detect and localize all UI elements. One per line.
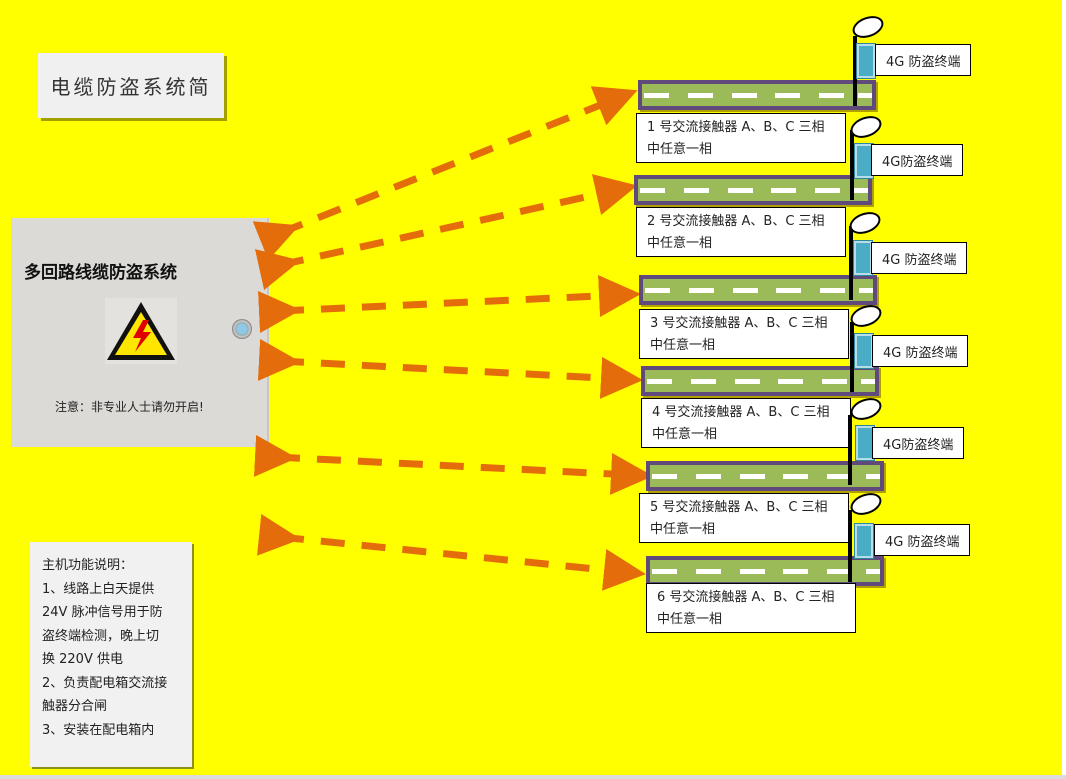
arrow-circuit-5 bbox=[253, 434, 653, 495]
contactor-label-3: 3 号交流接触器 A、B、C 三相 中任意一相 bbox=[639, 309, 849, 359]
contactor-text: 中任意一相 bbox=[647, 142, 713, 157]
4g-terminal-device-icon bbox=[854, 241, 872, 275]
contactor-text: 中任意一相 bbox=[647, 236, 713, 251]
terminal-label-6: 4G 防盗终端 bbox=[874, 524, 971, 556]
contactor-label-6: 6 号交流接触器 A、B、C 三相 中任意一相 bbox=[646, 583, 856, 633]
contactor-text: 5 号交流接触器 A、B、C 三相 bbox=[650, 500, 828, 515]
lamp-pole-6 bbox=[848, 510, 852, 582]
cable-road-5 bbox=[646, 461, 884, 491]
lamp-pole-2 bbox=[850, 130, 854, 200]
4g-terminal-device-icon bbox=[855, 524, 873, 558]
cable-road-4 bbox=[641, 366, 879, 396]
cable-road-1 bbox=[638, 80, 876, 110]
bottom-edge bbox=[0, 775, 1066, 779]
function-line: 触器分合闸 bbox=[42, 699, 108, 714]
arrow-circuit-1 bbox=[252, 86, 638, 261]
function-line: 换 220V 供电 bbox=[42, 652, 123, 667]
terminal-label-5: 4G防盗终端 bbox=[872, 427, 965, 459]
contactor-text: 中任意一相 bbox=[652, 427, 718, 442]
lamp-pole-1 bbox=[853, 36, 857, 106]
arrow-circuit-3 bbox=[258, 275, 641, 333]
4g-terminal-device-icon bbox=[855, 334, 873, 368]
contactor-text: 中任意一相 bbox=[657, 612, 723, 627]
arrow-circuit-6 bbox=[256, 513, 646, 591]
terminal-label-2: 4G防盗终端 bbox=[871, 144, 964, 176]
function-line: 3、安装在配电箱内 bbox=[42, 722, 155, 738]
street-lamp-icon bbox=[847, 394, 885, 424]
contactor-text: 6 号交流接触器 A、B、C 三相 bbox=[657, 590, 835, 605]
cabinet-title: 多回路线缆防盗系统 bbox=[24, 263, 177, 283]
contactor-text: 3 号交流接触器 A、B、C 三相 bbox=[650, 316, 828, 331]
function-line: 2、负责配电箱交流接 bbox=[42, 675, 168, 691]
contactor-text: 1 号交流接触器 A、B、C 三相 bbox=[647, 120, 825, 135]
contactor-label-5: 5 号交流接触器 A、B、C 三相 中任意一相 bbox=[639, 493, 849, 543]
function-line: 盗终端检测，晚上切 bbox=[42, 628, 160, 644]
contactor-label-1: 1 号交流接触器 A、B、C 三相 中任意一相 bbox=[636, 113, 846, 163]
high-voltage-warning-icon bbox=[105, 298, 177, 364]
cable-road-3 bbox=[639, 275, 877, 305]
4g-terminal-device-icon bbox=[857, 44, 875, 78]
function-line: 24V 脉冲信号用于防 bbox=[42, 605, 163, 620]
contactor-text: 中任意一相 bbox=[650, 522, 716, 537]
terminal-label-4: 4G 防盗终端 bbox=[872, 335, 969, 367]
contactor-label-2: 2 号交流接触器 A、B、C 三相 中任意一相 bbox=[636, 207, 846, 257]
lamp-pole-3 bbox=[849, 226, 853, 300]
diagram-title: 电缆防盗系统简 bbox=[38, 53, 224, 118]
contactor-text: 中任意一相 bbox=[650, 338, 716, 353]
cabinet-warning-note: 注意：非专业人士请勿开启! bbox=[55, 400, 204, 414]
function-heading: 主机功能说明： bbox=[42, 558, 134, 573]
cable-road-2 bbox=[634, 175, 872, 205]
terminal-label-3: 4G 防盗终端 bbox=[871, 242, 968, 274]
host-function-description: 主机功能说明： 1、线路上白天提供 24V 脉冲信号用于防 盗终端检测，晚上切 … bbox=[30, 542, 192, 767]
lock-icon[interactable] bbox=[232, 319, 252, 339]
lamp-pole-4 bbox=[850, 322, 854, 392]
contactor-text: 4 号交流接触器 A、B、C 三相 bbox=[652, 405, 830, 420]
street-lamp-icon bbox=[847, 489, 885, 519]
control-cabinet: 多回路线缆防盗系统 注意：非专业人士请勿开启! bbox=[11, 218, 269, 447]
contactor-text: 2 号交流接触器 A、B、C 三相 bbox=[647, 214, 825, 229]
arrow-circuit-2 bbox=[254, 174, 638, 291]
lamp-pole-5 bbox=[848, 415, 852, 485]
contactor-label-4: 4 号交流接触器 A、B、C 三相 中任意一相 bbox=[641, 398, 851, 448]
arrow-circuit-4 bbox=[257, 338, 643, 399]
terminal-label-1: 4G 防盗终端 bbox=[875, 44, 972, 76]
function-line: 1、线路上白天提供 bbox=[42, 581, 155, 597]
